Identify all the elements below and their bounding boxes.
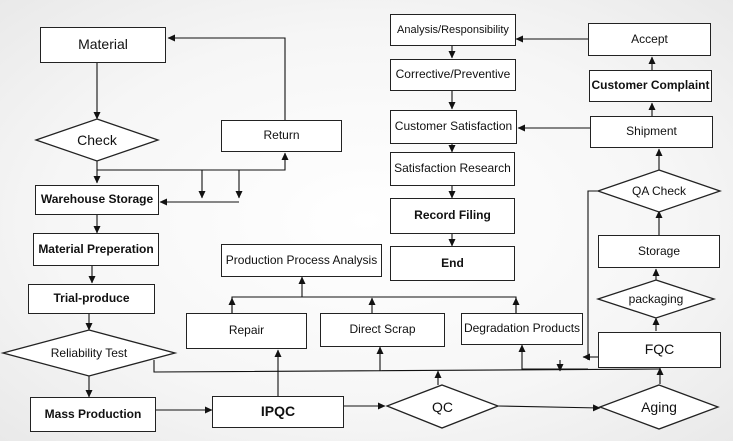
edge-qa-vertical: [587, 190, 599, 360]
record-filing-box: Record Filing: [390, 198, 515, 234]
ipqc-box: IPQC: [212, 396, 344, 428]
check-diamond: [34, 118, 160, 162]
storage-box: Storage: [598, 235, 720, 268]
mass-production-box: Mass Production: [30, 397, 156, 432]
edge-return-material: [167, 34, 286, 120]
direct-scrap-box: Direct Scrap: [320, 313, 445, 347]
production-process-analysis-box: Production Process Analysis: [221, 244, 382, 277]
reliability-diamond: [0, 329, 178, 377]
repair-box: Repair: [186, 313, 307, 349]
fqc-box: FQC: [598, 332, 721, 368]
edge-qc-aging: [497, 404, 601, 412]
customer-satisfaction-box: Customer Satisfaction: [390, 110, 517, 144]
end-box: End: [390, 246, 515, 281]
shipment-box: Shipment: [590, 116, 713, 148]
analysis-responsibility-box: Analysis/Responsibility: [390, 14, 516, 46]
warehouse-storage-box: Warehouse Storage: [35, 185, 159, 215]
degradation-products-box: Degradation Products: [461, 313, 583, 345]
trial-produce-box: Trial-produce: [28, 284, 155, 314]
return-box: Return: [221, 120, 342, 152]
accept-box: Accept: [588, 23, 711, 56]
edge-warehouse-return: [97, 152, 289, 171]
qc-diamond: [385, 384, 500, 429]
aging-diamond: [598, 384, 720, 430]
packaging-diamond: [595, 279, 717, 319]
edge-main-bus: [153, 360, 661, 373]
corrective-preventive-box: Corrective/Preventive: [390, 59, 516, 91]
satisfaction-research-box: Satisfaction Research: [390, 152, 515, 186]
customer-complaint-box: Customer Complaint: [589, 70, 712, 102]
qa-check-diamond: [596, 169, 722, 213]
material-preperation-box: Material Preperation: [33, 233, 159, 266]
edge-repair-analysis: [231, 296, 517, 313]
material-box: Material: [40, 27, 166, 63]
